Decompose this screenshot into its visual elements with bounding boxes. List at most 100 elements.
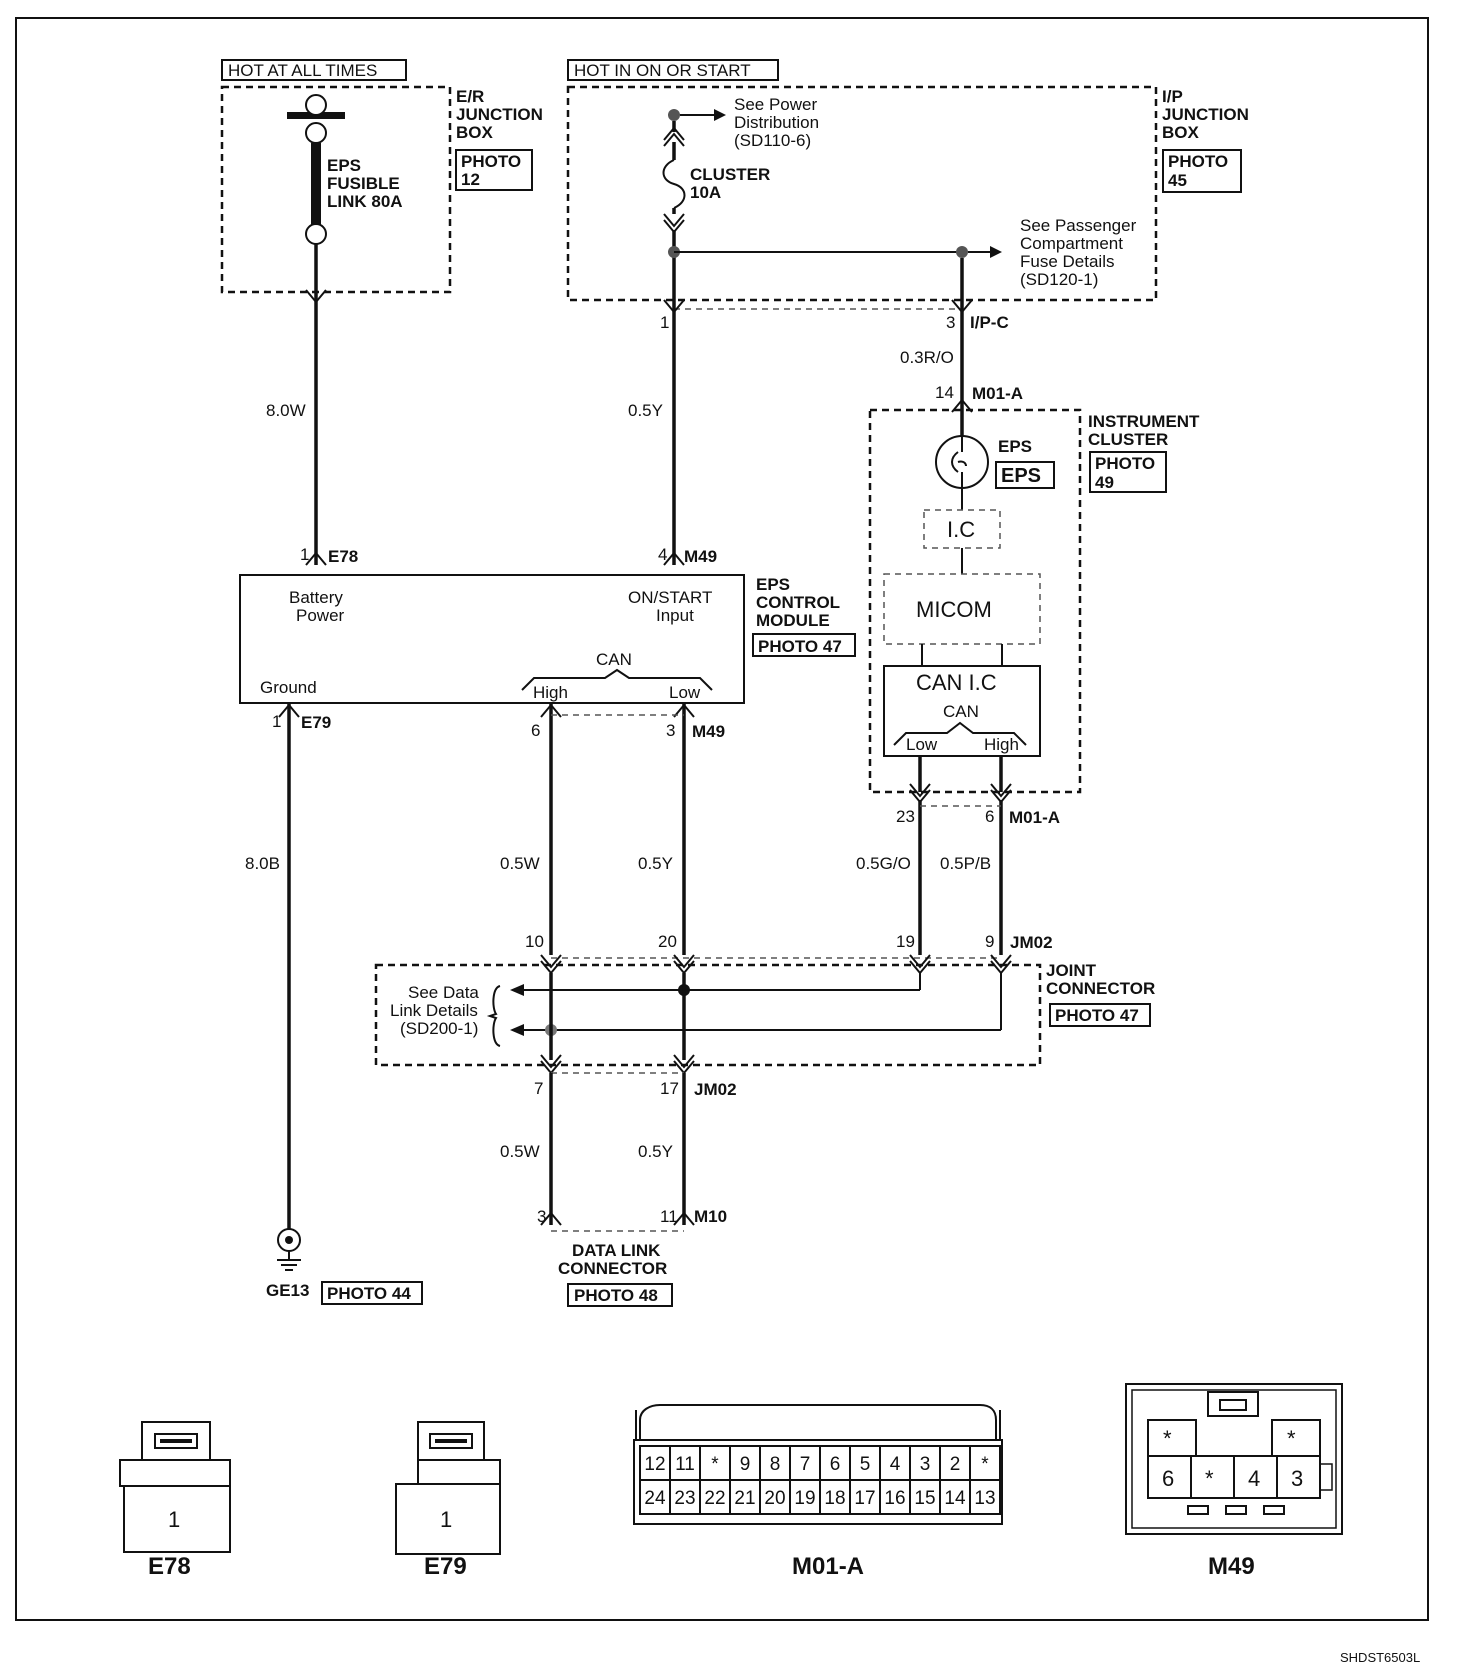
m01a-pin-label: * (711, 1454, 719, 1475)
m01a-pin-label: 6 (830, 1454, 841, 1475)
cluster-ic-label: I.C (947, 517, 975, 542)
m01a-pin-label: 24 (644, 1488, 666, 1509)
m01a-pin-label: 20 (764, 1488, 785, 1509)
connector-m01a-label-2: M01-A (1009, 808, 1060, 827)
fuse-label-3: LINK 80A (327, 192, 403, 211)
er-box-photo-number: 12 (461, 170, 480, 189)
power-ref-2: Distribution (734, 113, 819, 132)
m01a-pin-label: 8 (770, 1454, 781, 1475)
pin-m49-4: 4 (658, 545, 667, 564)
m01a-pin-cell (729, 1445, 761, 1481)
dlc-title-1: DATA LINK (572, 1241, 661, 1260)
m01a-pin-cell (909, 1479, 941, 1515)
cluster-title-2: CLUSTER (1088, 430, 1168, 449)
joint-title-1: JOINT (1046, 961, 1097, 980)
pin-m01-14: 14 (935, 383, 954, 402)
micom-label: MICOM (916, 597, 992, 622)
m01a-pin-label: 18 (824, 1488, 845, 1509)
wire-label-0-5go: 0.5G/O (856, 854, 911, 873)
connector-jm02-label-2: JM02 (694, 1080, 737, 1099)
wire-label-0-5y: 0.5Y (628, 401, 663, 420)
connector-e79-face: 1 E79 (395, 1421, 501, 1580)
m49-face-pin-3: 3 (1291, 1466, 1303, 1491)
pin-jm-7: 7 (534, 1079, 543, 1098)
m01a-pin-label: 3 (920, 1454, 931, 1475)
wire-label-0-3ro: 0.3R/O (900, 348, 954, 367)
connector-m49-label-2: M49 (692, 722, 725, 741)
pin-jm-9: 9 (985, 932, 994, 951)
data-link-ref-2: Link Details (390, 1001, 478, 1020)
fuse-ref-3: Fuse Details (1020, 252, 1114, 271)
ip-box-photo-label: PHOTO (1168, 152, 1228, 171)
pin-m01-6: 6 (985, 807, 994, 826)
diagram-code: SHDST6503L (1340, 1650, 1420, 1665)
fuse-ref-4: (SD120-1) (1020, 270, 1098, 289)
m01a-pin-cell (969, 1445, 1001, 1481)
connector-m10-label: M10 (694, 1207, 727, 1226)
m49-face-label: M49 (1208, 1553, 1255, 1580)
m01a-pin-label: 13 (974, 1488, 995, 1509)
pin-jm-20: 20 (658, 932, 677, 951)
eps-warning-icon-text: EPS (1001, 465, 1041, 487)
m01a-pin-cell (759, 1479, 791, 1515)
wire-label-0-5y-2: 0.5Y (638, 854, 673, 873)
wire-label-0-5w: 0.5W (500, 854, 540, 873)
pin-jm-17: 17 (660, 1079, 679, 1098)
joint-connector: 10 20 19 9 JM02 JOINT CONNECTOR PHOTO 47… (374, 932, 1155, 1099)
pin-jm-10: 10 (525, 932, 544, 951)
cluster-can-low-label: Low (906, 735, 938, 754)
m49-face-pin-star: * (1205, 1466, 1214, 1491)
fuse-label-1: EPS (327, 156, 361, 175)
pin-ip-3: 3 (946, 313, 955, 332)
e78-face-label: E78 (148, 1553, 191, 1580)
m01a-pin-label: 14 (944, 1488, 966, 1509)
m01a-pin-label: 7 (800, 1454, 811, 1475)
power-ref-1: See Power (734, 95, 817, 114)
data-link-ref-3: (SD200-1) (400, 1019, 478, 1038)
eps-lamp-label: EPS (998, 437, 1032, 456)
connector-m49-face: * * 6 * 4 3 M49 (1125, 1383, 1343, 1580)
m01a-pin-label: 11 (675, 1454, 695, 1475)
connector-e79-label: E79 (301, 713, 331, 732)
m01a-pin-label: 23 (674, 1488, 695, 1509)
instrument-cluster: INSTRUMENT CLUSTER PHOTO 49 EPS EPS I.C … (868, 408, 1200, 794)
cluster-fuse-rating: 10A (690, 183, 721, 202)
pin-m49-6: 6 (531, 721, 540, 740)
eps-control-module: Battery Power ON/START Input CAN High Lo… (239, 574, 856, 704)
ip-box-title-1: I/P (1162, 87, 1183, 106)
ip-junction-box: HOT IN ON OR START I/P JUNCTION BOX PHOT… (566, 59, 1249, 310)
power-ref-3: (SD110-6) (734, 131, 811, 150)
dlc-title-2: CONNECTOR (558, 1259, 667, 1278)
er-junction-box: HOT AT ALL TIMES E/R JUNCTION BOX PHOTO … (220, 59, 543, 294)
cluster-can-label: CAN (943, 702, 979, 721)
eps-module-title-1: EPS (756, 575, 790, 594)
m49-face-pin-4: 4 (1248, 1466, 1260, 1491)
ground-symbol-icon (277, 1228, 301, 1271)
on-start-label-2: Input (656, 606, 694, 625)
wire-label-0-5y-3: 0.5Y (638, 1142, 673, 1161)
pin-e78-1: 1 (300, 545, 309, 564)
m01a-pin-label: 17 (854, 1488, 875, 1509)
m01a-pin-cell (699, 1445, 731, 1481)
m01a-pin-cell (819, 1479, 851, 1515)
m01a-pin-cell (849, 1479, 881, 1515)
m49-face-pin-top-right: * (1287, 1426, 1296, 1451)
wire-label-8-0w: 8.0W (266, 401, 306, 420)
battery-power-label-2: Power (296, 606, 345, 625)
ip-box-title-2: JUNCTION (1162, 105, 1249, 124)
m49-face-pin-6: 6 (1162, 1466, 1174, 1491)
data-link-ref-1: See Data (408, 983, 479, 1002)
cluster-title-1: INSTRUMENT (1088, 412, 1200, 431)
ground-photo: PHOTO 44 (327, 1284, 411, 1303)
module-ground-label: Ground (260, 678, 317, 697)
eps-module-title-3: MODULE (756, 611, 830, 630)
er-box-title-3: BOX (456, 123, 494, 142)
e79-face-label: E79 (424, 1553, 467, 1580)
hot-in-on-or-start-label: HOT IN ON OR START (574, 61, 751, 80)
eps-module-photo: PHOTO 47 (758, 637, 842, 656)
pin-ip-1: 1 (660, 313, 669, 332)
wire-label-8-0b: 8.0B (245, 854, 280, 873)
module-can-high-label: High (533, 683, 568, 702)
pin-m10-11: 11 (660, 1207, 678, 1226)
